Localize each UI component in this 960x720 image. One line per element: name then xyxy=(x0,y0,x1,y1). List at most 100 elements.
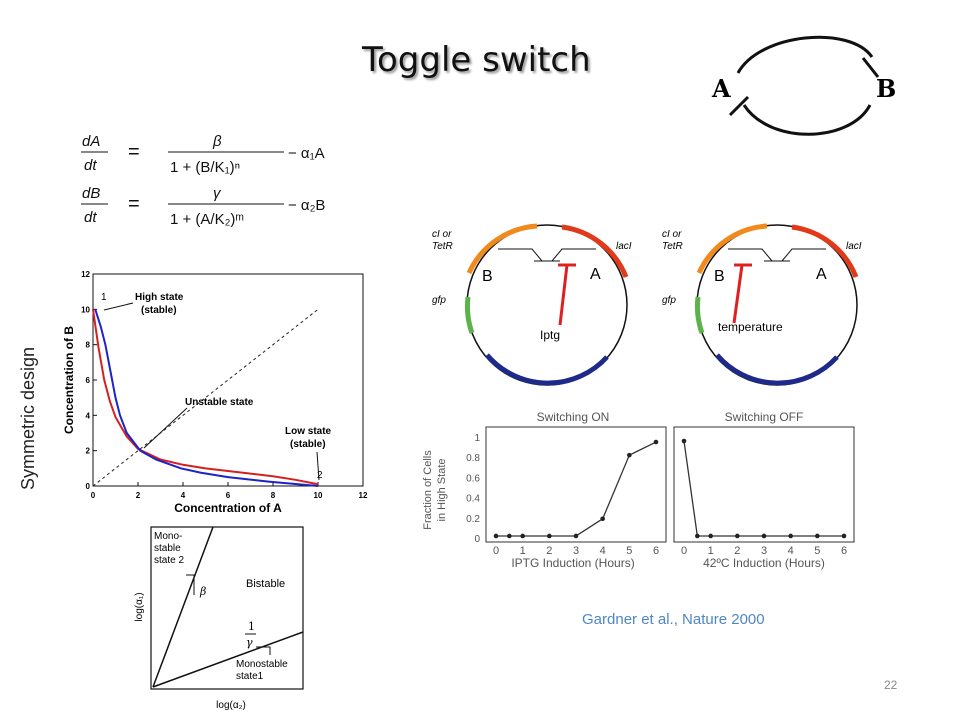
eq2-tail: − α₂B xyxy=(288,197,325,214)
plasmid-right-green-gene xyxy=(694,296,705,334)
side-label: Symmetric design xyxy=(18,346,38,490)
plasmid-left-gene-laci: lacI xyxy=(616,241,632,252)
switch-point xyxy=(600,516,605,522)
phase-series-1 xyxy=(94,309,319,487)
switch-point xyxy=(493,533,499,539)
phase-ytick-label: 10 xyxy=(81,305,90,314)
plasmid-right-gene-laci: lacI xyxy=(846,241,862,252)
phase-xtick-label: 2 xyxy=(136,491,141,500)
repression-bar-a xyxy=(728,95,750,117)
phase-xtick-label: 8 xyxy=(271,491,276,500)
page-number: 22 xyxy=(884,678,898,692)
plasmid-right-inducer-arrow xyxy=(732,264,744,324)
slope-one: 1 xyxy=(248,620,255,633)
switch-point xyxy=(627,452,632,458)
switch-point xyxy=(573,533,579,539)
switch-xtick-label: 0 xyxy=(493,545,499,557)
switch-point xyxy=(708,533,713,539)
plasmid-left-green-gene xyxy=(464,296,475,334)
plasmid-left-orange-gene xyxy=(466,223,538,275)
eq2-equals: = xyxy=(128,193,140,215)
region-mono2-line2: stable xyxy=(154,543,181,554)
switch-ytick-label: 0 xyxy=(474,534,480,545)
switch-xtick-label: 3 xyxy=(573,545,579,557)
plasmid-left: cI or TetR lacI gfp B A Iptg xyxy=(432,223,632,386)
plasmid-left-promoter-2 xyxy=(534,248,596,262)
switch-xtick-label: 6 xyxy=(653,545,659,557)
eq2-lhs-den: dt xyxy=(84,209,97,226)
switch-ytick-label: 1 xyxy=(474,433,480,444)
phase-ytick-label: 6 xyxy=(86,376,91,385)
boundary-lower xyxy=(152,631,304,688)
phase-xtick-label: 0 xyxy=(91,491,96,500)
switch-frame-0 xyxy=(485,426,667,543)
switch-xtick-label: 5 xyxy=(814,545,820,557)
switch-ylabel-1: Fraction of Cells xyxy=(422,450,434,530)
arrow-high xyxy=(103,302,134,311)
switch-point xyxy=(695,533,700,539)
eq1-equals: = xyxy=(128,141,140,163)
plasmid-left-gene-cI: cI or xyxy=(432,229,452,240)
eq1-tail: − α₁A xyxy=(288,145,325,162)
node-b-label: B xyxy=(876,74,896,103)
switch-ytick-label: 0.4 xyxy=(466,494,480,505)
switch-point xyxy=(788,533,793,539)
annot-high-state: High state xyxy=(135,292,184,303)
toggle-network-diagram: A B xyxy=(711,35,896,136)
eq1-lhs-num: dA xyxy=(82,133,100,150)
switch-point xyxy=(815,533,820,539)
switch-xtick-label: 1 xyxy=(708,545,714,557)
switch-point xyxy=(653,439,659,445)
switch-point xyxy=(761,533,767,539)
region-mono2-line3: state 2 xyxy=(154,555,184,566)
annot-unstable-state: Unstable state xyxy=(185,397,254,408)
region-mono1-line1: Monostable xyxy=(236,659,288,670)
switch-line-0 xyxy=(496,441,657,537)
region-mono2-line1: Mono- xyxy=(154,531,182,542)
switch-point xyxy=(507,533,512,539)
plasmid-left-inducer: Iptg xyxy=(540,328,560,342)
switch-xtick-label: 0 xyxy=(681,545,687,557)
slope-beta: β xyxy=(199,585,206,598)
region-mono1-line2: state1 xyxy=(236,671,264,682)
switch-off-xlabel: 42ºC Induction (Hours) xyxy=(703,556,825,570)
eq1-lhs-den: dt xyxy=(84,157,97,174)
plasmid-right-inducer: temperature xyxy=(718,320,783,334)
phase-ytick-label: 8 xyxy=(86,341,91,350)
switch-point xyxy=(841,533,847,539)
switch-point xyxy=(547,533,552,539)
marker-2: 2 xyxy=(317,470,323,481)
phase-xtick-label: 4 xyxy=(181,491,186,500)
phase-xtick-label: 6 xyxy=(226,491,231,500)
phase-ytick-label: 12 xyxy=(81,270,90,279)
plasmid-left-blue-gene xyxy=(485,353,609,386)
boundary-upper xyxy=(152,526,214,688)
bifurcation-xlabel: log(α₂) xyxy=(216,700,246,711)
plasmid-right-promoter-2 xyxy=(764,248,826,262)
node-a-label: A xyxy=(711,74,731,103)
plasmid-left-gene-tetr: TetR xyxy=(432,241,453,252)
slope-triangle-gamma xyxy=(256,646,271,655)
switch-xtick-label: 1 xyxy=(520,545,526,557)
arrow-unstable xyxy=(143,407,188,449)
switch-xtick-label: 4 xyxy=(600,545,606,557)
slope-gamma: γ xyxy=(246,636,253,649)
phase-ytick-label: 0 xyxy=(86,482,91,491)
switch-xtick-label: 2 xyxy=(734,545,740,557)
switch-xtick-label: 4 xyxy=(788,545,794,557)
switch-point xyxy=(681,438,687,444)
switch-ylabel-2: in High State xyxy=(436,459,448,522)
switch-on-xlabel: IPTG Induction (Hours) xyxy=(511,556,634,570)
phase-series-0 xyxy=(92,309,319,486)
switch-xtick-label: 5 xyxy=(626,545,632,557)
phase-ylabel: Concentration of B xyxy=(62,326,76,434)
switch-frame-1 xyxy=(673,426,855,543)
bifurcation-diagram: Mono- stable state 2 Bistable β 1 γ Mono… xyxy=(134,526,304,711)
repression-bar-b xyxy=(861,57,880,78)
switch-ytick-label: 0.6 xyxy=(466,473,480,484)
plasmid-right-label-b: B xyxy=(714,268,725,285)
plasmid-right: cI or TetR lacI gfp B A temperature xyxy=(662,223,862,386)
phase-ytick-label: 4 xyxy=(86,411,91,420)
switch-line-1 xyxy=(683,440,844,537)
